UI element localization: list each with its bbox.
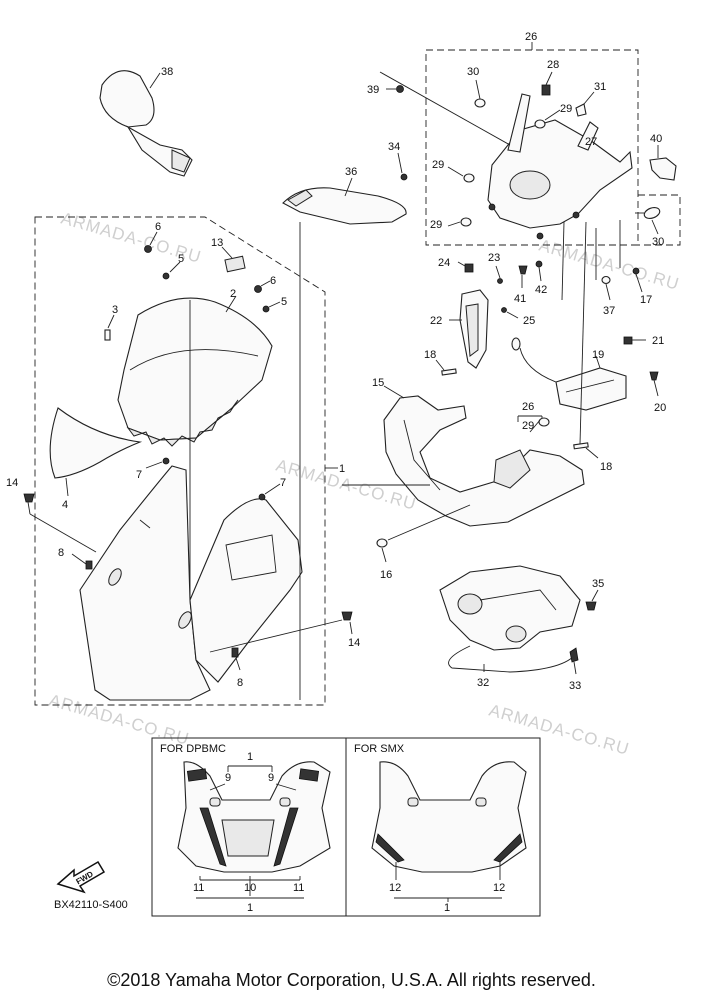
callout-8: 8 [237,677,243,689]
callout-42: 42 [535,284,547,296]
windshield-part-2: 2 [117,288,273,447]
inset-callout-9: 9 [268,772,274,784]
parts-diagram: ARMADA-CO.RU ARMADA-CO.RU ARMADA-CO.RU A… [6,31,682,917]
callout-25: 25 [523,315,535,327]
inset-right-title: FOR SMX [354,743,405,755]
callout-34: 34 [388,141,400,153]
parts-18-21: 18 19 21 20 18 [424,221,666,473]
callout-30: 30 [467,66,479,78]
inset-callout-1: 1 [444,902,450,914]
callout-13: 13 [211,237,223,249]
parts-17-37: 17 37 [595,220,652,317]
callout-28: 28 [547,59,559,71]
diagram-code: BX42110-S400 [54,899,128,911]
inset-callout-10: 10 [244,882,256,894]
callout-29: 29 [430,219,442,231]
callout-36: 36 [345,166,357,178]
callout-15: 15 [372,377,384,389]
headlight-part-32: 32 33 35 [439,565,604,692]
callout-8: 8 [58,547,64,559]
callout-30: 30 [652,236,664,248]
parts-39-34: 39 34 [367,71,511,181]
callout-2: 2 [230,288,236,300]
callout-1: 1 [339,463,345,475]
callout-40: 40 [650,133,662,145]
callout-23: 23 [488,252,500,264]
callout-14: 14 [6,477,18,489]
callout-5: 5 [281,296,287,308]
callout-29: 29 [522,420,534,432]
inset-callout-12: 12 [389,882,401,894]
callout-33: 33 [569,680,581,692]
part-26-29: 26 29 [517,401,550,433]
deflector-part-4: 4 [49,407,143,511]
inset-callout-9: 9 [225,772,231,784]
callout-38: 38 [161,66,173,78]
stay-fasteners: 30 28 29 31 27 29 29 30 [430,59,664,248]
dpbmc-cowl [177,761,331,873]
smx-cowl [371,761,527,873]
parts-22-25: 24 23 41 42 22 25 [430,252,547,369]
front-cowl-part-1: 7 7 [79,457,303,701]
callout-19: 19 [592,349,604,361]
watermark: ARMADA-CO.RU [487,701,632,759]
bracket-part-15: 15 [372,377,585,527]
callout-6: 6 [155,221,161,233]
bracket-part-40: 40 [649,133,677,181]
callout-7: 7 [280,477,286,489]
callout-5: 5 [178,253,184,265]
callout-4: 4 [62,499,68,511]
cowl-assembly-box [34,216,326,706]
inset-callout-11: 11 [193,882,204,894]
callout-27: 27 [585,136,597,148]
label-part-13: 13 [211,237,246,273]
callout-26: 26 [525,31,537,43]
callout-41: 41 [514,293,526,305]
part-3: 3 [104,304,118,341]
inset-callout-1: 1 [247,902,253,914]
part-16: 16 [342,484,471,581]
callout-37: 37 [603,305,615,317]
fwd-arrow-icon: FWD [56,860,106,894]
callout-20: 20 [654,402,666,414]
cover-part-36: 36 [282,166,407,225]
callout-18: 18 [424,349,436,361]
callout-35: 35 [592,578,604,590]
callout-21: 21 [652,335,664,347]
mirror-part-38: 38 [99,66,193,177]
callout-3: 3 [112,304,118,316]
callout-17: 17 [640,294,652,306]
inset-left-title: FOR DPBMC [160,743,226,755]
callout-16: 16 [380,569,392,581]
parts-8-14: 8 14 8 14 [6,477,360,689]
callout-7: 7 [136,469,142,481]
inset-callout-1: 1 [247,751,253,763]
callout-32: 32 [477,677,489,689]
callout-29: 29 [560,103,572,115]
inset-callout-12: 12 [493,882,505,894]
screws-6-5: 6 5 6 5 [144,221,287,313]
callout-26: 26 [522,401,534,413]
callout-24: 24 [438,257,450,269]
callout-14: 14 [348,637,360,649]
callout-29: 29 [432,159,444,171]
callout-39: 39 [367,84,379,96]
callout-22: 22 [430,315,442,327]
copyright-notice: ©2018 Yamaha Motor Corporation, U.S.A. A… [107,970,596,990]
inset-callout-11: 11 [293,882,304,894]
callout-18: 18 [600,461,612,473]
callout-31: 31 [594,81,606,93]
stay-part-26 [487,93,633,240]
callout-6: 6 [270,275,276,287]
